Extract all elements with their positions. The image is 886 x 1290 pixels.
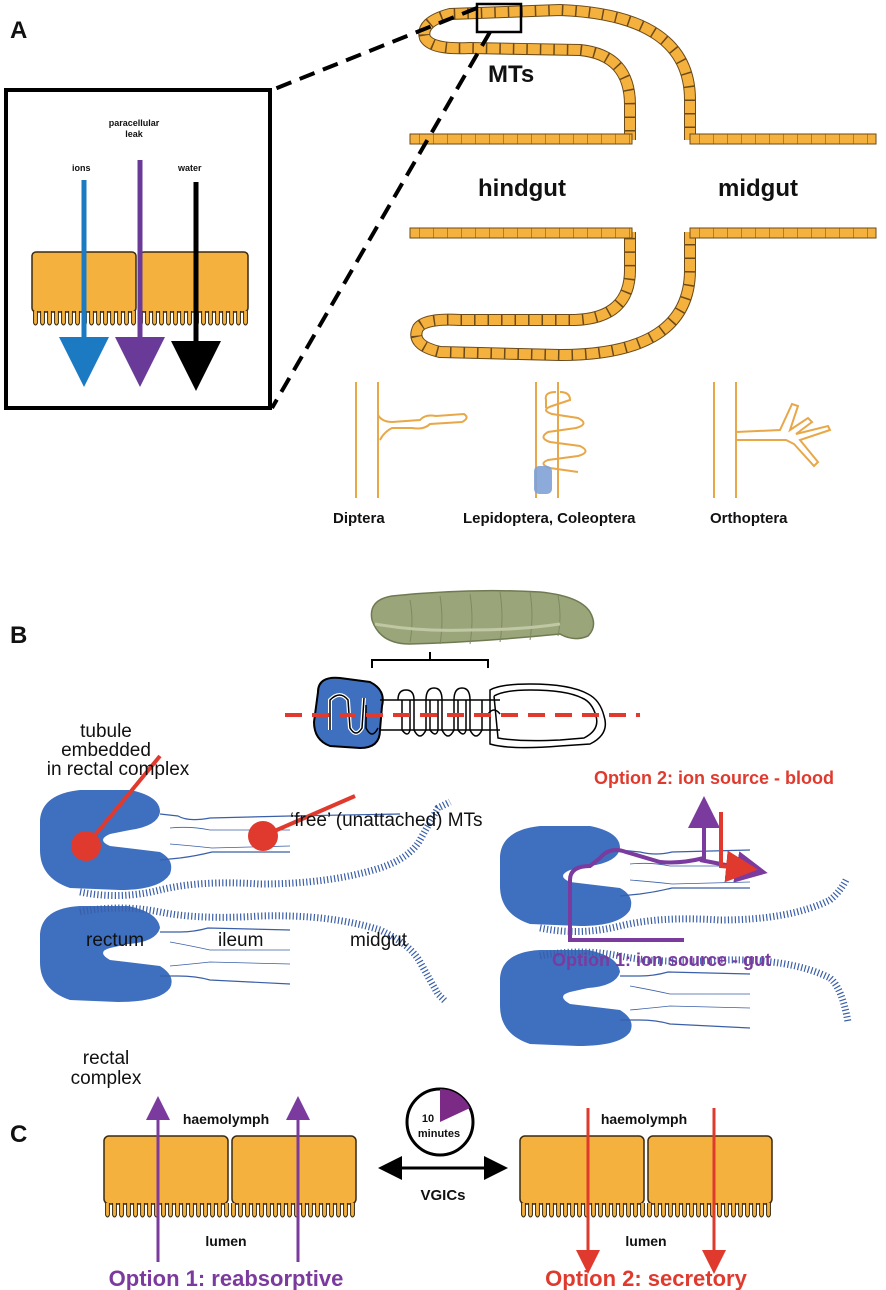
- option2-label: Option 2: secretory: [545, 1266, 747, 1290]
- option2-blood-label: Option 2: ion source - blood: [594, 768, 834, 788]
- ileum-label: ileum: [218, 930, 263, 951]
- larva-bracket: [371, 652, 489, 668]
- pointer-embedded: [84, 754, 162, 848]
- marker-embedded: [71, 831, 101, 861]
- orthoptera-schematic: [713, 382, 832, 498]
- haemolymph-left: haemolymph: [183, 1111, 269, 1127]
- tubule-upper: [418, 4, 696, 140]
- panel-a-letter: A: [10, 17, 27, 44]
- gut-wall-lower: [409, 227, 877, 239]
- lumen-right: lumen: [625, 1233, 666, 1249]
- timer-unit: minutes: [418, 1128, 460, 1140]
- timer-value: 10: [422, 1113, 434, 1125]
- rectal-label-2: complex: [71, 1068, 142, 1089]
- option2-path: [719, 812, 758, 883]
- mts-label: MTs: [488, 61, 534, 88]
- section-right: [500, 826, 852, 1046]
- midgut-label: midgut: [718, 175, 798, 202]
- option1-gut-label: Option 1: ion source - gut: [552, 950, 771, 970]
- water-label: water: [177, 163, 202, 173]
- paracellular-label-1: paracellular: [109, 118, 160, 128]
- marker-free: [248, 821, 278, 851]
- diptera-label: Diptera: [333, 510, 385, 527]
- larva-photo: [370, 589, 595, 645]
- epithelium-right: [519, 1135, 773, 1218]
- orthoptera-label: Orthoptera: [710, 510, 788, 527]
- section-left: [40, 790, 452, 1005]
- paracellular-label-2: leak: [125, 129, 144, 139]
- zoom-box: [475, 2, 523, 34]
- pointer-free: [262, 794, 356, 838]
- diptera-schematic: [355, 382, 468, 498]
- haemolymph-right: haemolymph: [601, 1111, 687, 1127]
- option1-label: Option 1: reabsorptive: [109, 1266, 344, 1290]
- panel-c-letter: C: [10, 1121, 27, 1148]
- gut-schematic: [312, 676, 607, 750]
- midgut-label-b: midgut: [350, 930, 408, 951]
- panel-b-letter: B: [10, 622, 27, 649]
- inset-paracellular: paracellular leak ions water: [4, 88, 272, 410]
- lepidoptera-schematic: [534, 382, 587, 498]
- tubule-label-2: embedded: [61, 740, 151, 761]
- tubule-lower: [410, 232, 696, 361]
- lumen-left: lumen: [205, 1233, 246, 1249]
- lepidoptera-label: Lepidoptera, Coleoptera: [463, 510, 636, 527]
- option1-path: [568, 796, 720, 942]
- rectal-label-1: rectal: [83, 1048, 129, 1069]
- zoom-line-top: [271, 6, 478, 92]
- tubule-label-3: in rectal complex: [47, 759, 190, 780]
- rectum-label: rectum: [86, 930, 144, 951]
- vgics-label: VGICs: [420, 1187, 465, 1204]
- free-mts-label: ‘free’ (unattached) MTs: [290, 810, 483, 831]
- timer-icon: 10 minutes: [405, 1087, 475, 1157]
- gut-wall-upper: [409, 133, 877, 145]
- hindgut-label: hindgut: [478, 175, 566, 202]
- ions-label: ions: [72, 163, 91, 173]
- epithelium-left: [103, 1135, 357, 1218]
- zoom-line-bottom: [270, 30, 492, 410]
- tubule-label-1: tubule: [80, 721, 132, 742]
